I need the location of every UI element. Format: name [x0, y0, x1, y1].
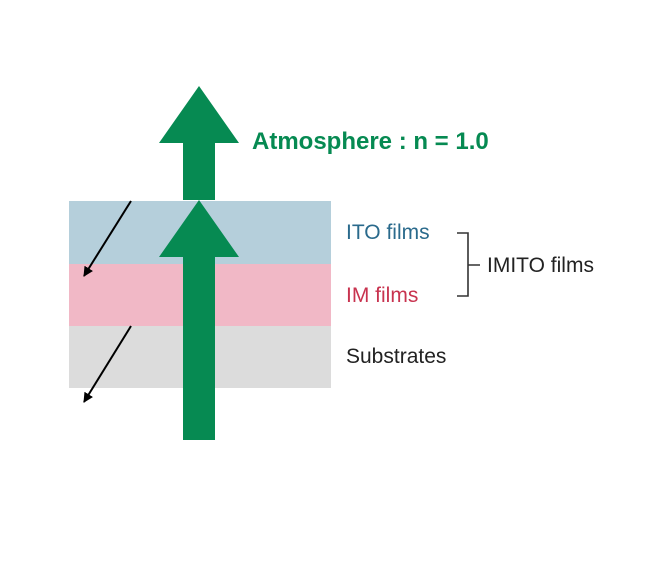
imito-films-label: IMITO films [487, 254, 594, 277]
incident-light-arrow [159, 200, 239, 440]
transmitted-light-arrow [159, 86, 239, 200]
group-bracket [457, 232, 480, 297]
ito-films-label: ITO films [346, 221, 430, 244]
atmosphere-label: Atmosphere : n = 1.0 [252, 128, 489, 155]
reflection-arrow-top [83, 200, 132, 277]
reflection-arrow-bottom [83, 325, 132, 403]
im-films-label: IM films [346, 284, 419, 307]
substrates-label: Substrates [346, 345, 447, 368]
